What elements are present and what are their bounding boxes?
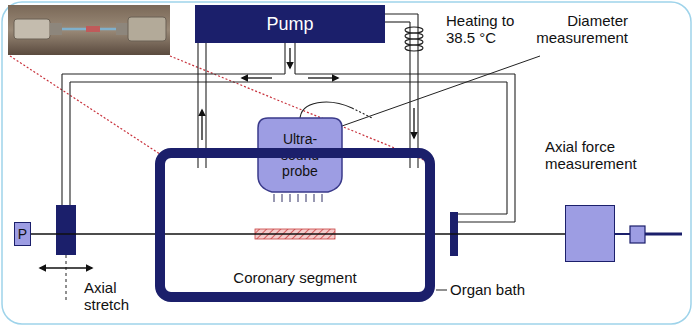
- coil-turn: [405, 45, 423, 51]
- transducer-rod: [615, 233, 630, 235]
- beam: [282, 194, 283, 202]
- photo-fitting: [14, 19, 50, 39]
- coil-turn: [405, 39, 423, 45]
- node-text: Pump: [266, 14, 313, 35]
- connector-line: [31, 233, 565, 234]
- coil-turn: [405, 27, 423, 33]
- leader-line: [342, 56, 540, 126]
- label-text: Organ bath: [450, 281, 525, 298]
- tube-wall: [69, 82, 70, 205]
- label-text: Axial stretch: [84, 279, 144, 314]
- node-text: Axial force measurement: [545, 138, 660, 173]
- axial-stretch-label: Axial stretch: [84, 279, 144, 314]
- flow-arrow: [242, 77, 272, 78]
- label-text: Diameter measurement: [508, 12, 628, 47]
- tube-wall: [385, 13, 418, 14]
- beam: [322, 194, 323, 202]
- tube-wall: [458, 221, 515, 222]
- beam: [290, 194, 291, 202]
- node-text: P: [18, 226, 27, 242]
- flow-arrow: [308, 77, 338, 78]
- tube-wall: [294, 43, 295, 74]
- tube-wall: [61, 74, 62, 205]
- beam: [274, 194, 275, 202]
- coil-turn: [405, 33, 423, 39]
- tube-wall: [506, 82, 507, 214]
- leader-line: [436, 290, 447, 291]
- organ-bath-label: Organ bath: [450, 281, 525, 298]
- flow-arrow: [413, 108, 414, 138]
- beam: [306, 194, 307, 202]
- beam: [298, 194, 299, 202]
- heating-coil: [405, 27, 423, 51]
- tube-wall: [514, 74, 515, 222]
- photo-fitting: [116, 23, 128, 35]
- photo-vessel: [86, 26, 100, 32]
- label-text: Heating to 38.5 °C: [446, 12, 546, 47]
- heating-label: Heating to 38.5 °C: [446, 12, 546, 47]
- organ-bath: Coronary segment: [155, 148, 435, 302]
- tube-wall: [385, 21, 410, 22]
- stretch-arrow: [40, 267, 92, 268]
- transducer-rod: [645, 233, 682, 236]
- transducer-block: [630, 226, 645, 243]
- photo-inset: [8, 5, 170, 55]
- flow-arrow: [201, 110, 202, 140]
- flow-arrow: [289, 48, 290, 68]
- node-text: Coronary segment: [233, 269, 356, 286]
- outer-frame: [2, 2, 691, 324]
- ultrasound-beams: [274, 194, 322, 202]
- tube-wall: [458, 213, 507, 214]
- photo-background: [8, 5, 170, 55]
- photo-fitting: [128, 17, 166, 41]
- tube-wall: [62, 73, 285, 74]
- tube-wall: [70, 81, 507, 82]
- pressure-gauge: P: [14, 222, 31, 246]
- tube-wall: [284, 43, 285, 74]
- transducer-box: [565, 205, 615, 262]
- tube-wall: [409, 22, 410, 168]
- stretch-slider: [56, 205, 76, 255]
- tube-wall: [417, 14, 418, 168]
- diameter-label: Diameter measurement: [508, 12, 628, 47]
- zoom-line: [10, 56, 166, 158]
- photo-fitting: [50, 23, 62, 35]
- axial-force-transducer: Axial force measurement: [545, 138, 665, 262]
- pump-box: Pump: [195, 5, 385, 43]
- slider-guide: [66, 255, 67, 300]
- tube-wall: [295, 73, 515, 74]
- beam: [314, 194, 315, 202]
